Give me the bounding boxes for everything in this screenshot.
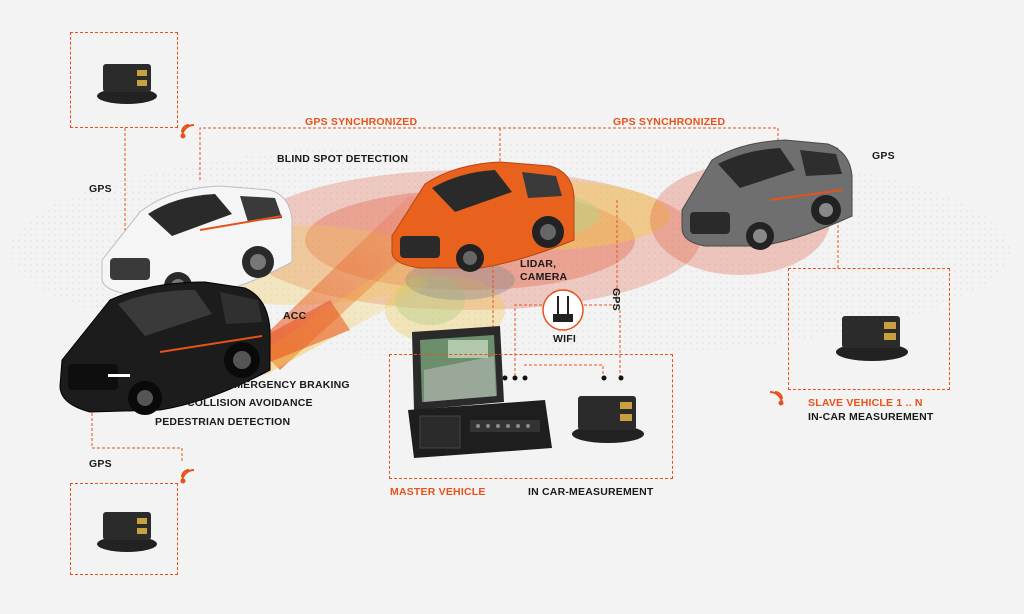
label-wifi: WIFI [553,333,576,345]
label-in-car-measurement: IN CAR-MEASUREMENT [528,486,654,498]
label-gps-vertical: GPS [610,288,622,311]
gray-suv [681,139,853,250]
wifi-signal-icon [180,124,784,484]
gps-box-top-left [70,32,178,128]
label-slave-in-car-measurement: IN-CAR MEASUREMENT [808,411,934,423]
label-gps-left-top: GPS [89,183,112,195]
label-collision-avoidance: COLLISION AVOIDANCE [187,397,313,409]
slave-vehicle-box [788,268,950,390]
label-gps-synchronized-right: GPS SYNCHRONIZED [613,116,726,128]
label-gps-right: GPS [872,150,895,162]
label-master-vehicle: MASTER VEHICLE [390,486,486,498]
gps-box-bottom-left [70,483,178,575]
label-lidar-camera: LIDAR, CAMERA [520,258,568,283]
label-gps-left-bottom: GPS [89,458,112,470]
laptop-daq-icon [408,326,552,458]
label-slave-vehicle: SLAVE VEHICLE 1 .. N [808,397,923,409]
gps-receiver-icon [97,64,908,552]
label-pedestrian-detection: PEDESTRIAN DETECTION [155,416,291,428]
label-blind-spot-detection: BLIND SPOT DETECTION [277,153,409,165]
label-gps-synchronized-left: GPS SYNCHRONIZED [305,116,418,128]
white-suv [101,185,293,300]
master-vehicle-box [389,354,673,479]
black-suv [59,281,271,415]
orange-suv [391,161,575,272]
label-acc: ACC [283,310,307,322]
label-emergency-braking: EMERGENCY BRAKING [227,379,350,391]
antenna-icon [542,289,584,331]
